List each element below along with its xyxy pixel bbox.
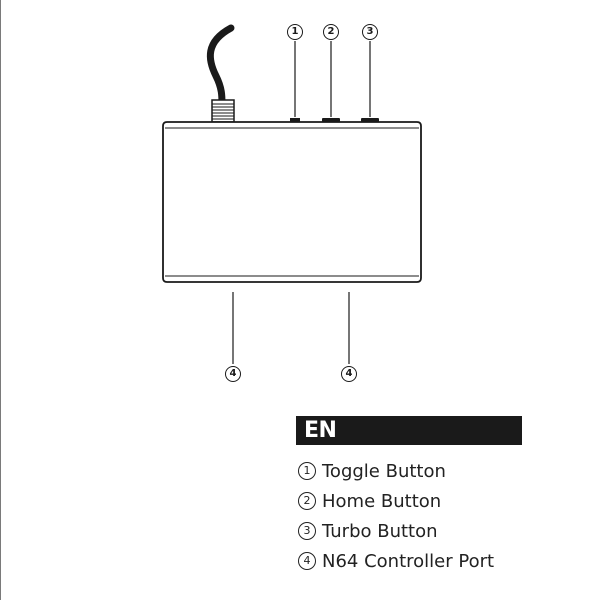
home-button-shape	[322, 118, 340, 122]
callout-4-right: 4	[341, 366, 357, 382]
callout-3: 3	[362, 24, 378, 40]
callout-2: 2	[323, 24, 339, 40]
page-edge-line	[0, 0, 1, 600]
legend-label: Home Button	[322, 490, 442, 512]
adapter-diagram	[162, 24, 422, 364]
cable-connector	[211, 99, 235, 123]
legend-number: 1	[298, 462, 316, 480]
legend-label: Turbo Button	[322, 520, 438, 542]
legend-item-toggle: 1 Toggle Button	[298, 456, 494, 486]
legend-item-controller-port: 4 N64 Controller Port	[298, 546, 494, 576]
legend-number: 4	[298, 552, 316, 570]
legend-item-turbo: 3 Turbo Button	[298, 516, 494, 546]
cable	[206, 24, 235, 108]
legend-number: 2	[298, 492, 316, 510]
language-header-bar: EN	[296, 416, 522, 445]
callout-1: 1	[287, 24, 303, 40]
legend-label: N64 Controller Port	[322, 550, 495, 572]
turbo-button-shape	[361, 118, 379, 122]
legend-label: Toggle Button	[322, 460, 446, 482]
legend-number: 3	[298, 522, 316, 540]
callout-4-left: 4	[225, 366, 241, 382]
parts-legend: 1 Toggle Button 2 Home Button 3 Turbo Bu…	[298, 456, 494, 576]
toggle-button-shape	[290, 118, 300, 122]
adapter-body	[162, 121, 422, 283]
legend-item-home: 2 Home Button	[298, 486, 494, 516]
language-header-text: EN	[304, 418, 337, 443]
